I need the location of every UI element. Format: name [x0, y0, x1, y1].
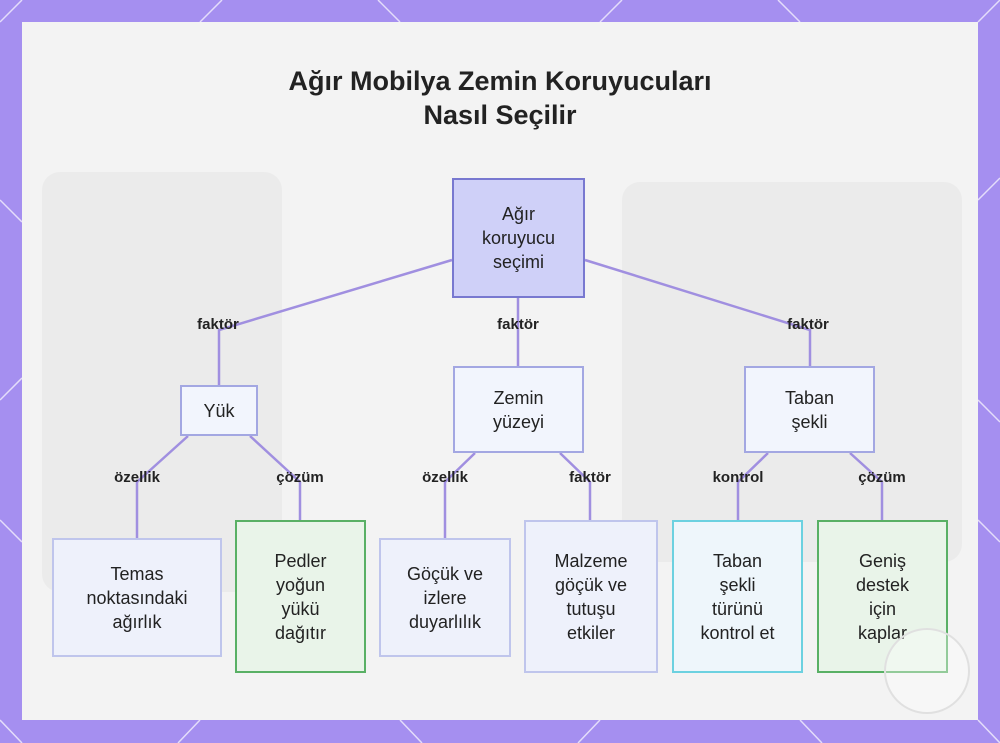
node-text: Geniş [856, 549, 909, 573]
node-text: kontrol et [700, 621, 774, 645]
node-text: Zemin [493, 386, 544, 410]
edge-label-base-check: kontrol [713, 469, 764, 487]
node-text: etkiler [554, 621, 627, 645]
edge-label-surface-material: faktör [569, 469, 611, 487]
edge-root-base [585, 260, 810, 366]
edge-label-root-load: faktör [197, 316, 239, 334]
node-text: türünü [700, 597, 774, 621]
watermark-logo-icon [884, 628, 970, 714]
node-text: Temas [86, 562, 187, 586]
edge-surface-dent [445, 453, 475, 538]
node-text: Taban [700, 549, 774, 573]
node-text: şekli [785, 410, 834, 434]
node-text: için [856, 597, 909, 621]
node-text: Göçük ve [407, 562, 483, 586]
node-text: duyarlılık [407, 610, 483, 634]
node-text: tutuşu [554, 597, 627, 621]
node-text: göçük ve [554, 573, 627, 597]
node-text: seçimi [482, 250, 555, 274]
edge-label-root-base: faktör [787, 316, 829, 334]
node-material-affects[interactable]: Malzeme göçük ve tutuşu etkiler [524, 520, 658, 673]
node-text: yükü [274, 597, 326, 621]
node-text: koruyucu [482, 226, 555, 250]
edge-load-contact [137, 436, 188, 538]
node-dent-sensitivity[interactable]: Göçük ve izlere duyarlılık [379, 538, 511, 657]
node-text: ağırlık [86, 610, 187, 634]
node-text: Malzeme [554, 549, 627, 573]
node-text: destek [856, 573, 909, 597]
edge-label-base-wide: çözüm [858, 469, 906, 487]
node-text: izlere [407, 586, 483, 610]
node-surface[interactable]: Zemin yüzeyi [453, 366, 584, 453]
node-base[interactable]: Taban şekli [744, 366, 875, 453]
node-contact-weight[interactable]: Temas noktasındaki ağırlık [52, 538, 222, 657]
node-text: Taban [785, 386, 834, 410]
node-text: şekli [700, 573, 774, 597]
node-check-base[interactable]: Taban şekli türünü kontrol et [672, 520, 803, 673]
node-text: dağıtır [274, 621, 326, 645]
edge-root-load [219, 260, 452, 385]
node-load[interactable]: Yük [180, 385, 258, 436]
edge-label-surface-dent: özellik [422, 469, 468, 487]
node-text: yüzeyi [493, 410, 544, 434]
node-text: Yük [203, 399, 234, 423]
node-text: noktasındaki [86, 586, 187, 610]
node-root[interactable]: Ağır koruyucu seçimi [452, 178, 585, 298]
node-text: Ağır [482, 202, 555, 226]
edge-label-root-surface: faktör [497, 316, 539, 334]
edge-label-load-pads: çözüm [276, 469, 324, 487]
node-text: Pedler [274, 549, 326, 573]
edge-label-load-contact: özellik [114, 469, 160, 487]
node-pads-spread[interactable]: Pedler yoğun yükü dağıtır [235, 520, 366, 673]
node-text: yoğun [274, 573, 326, 597]
